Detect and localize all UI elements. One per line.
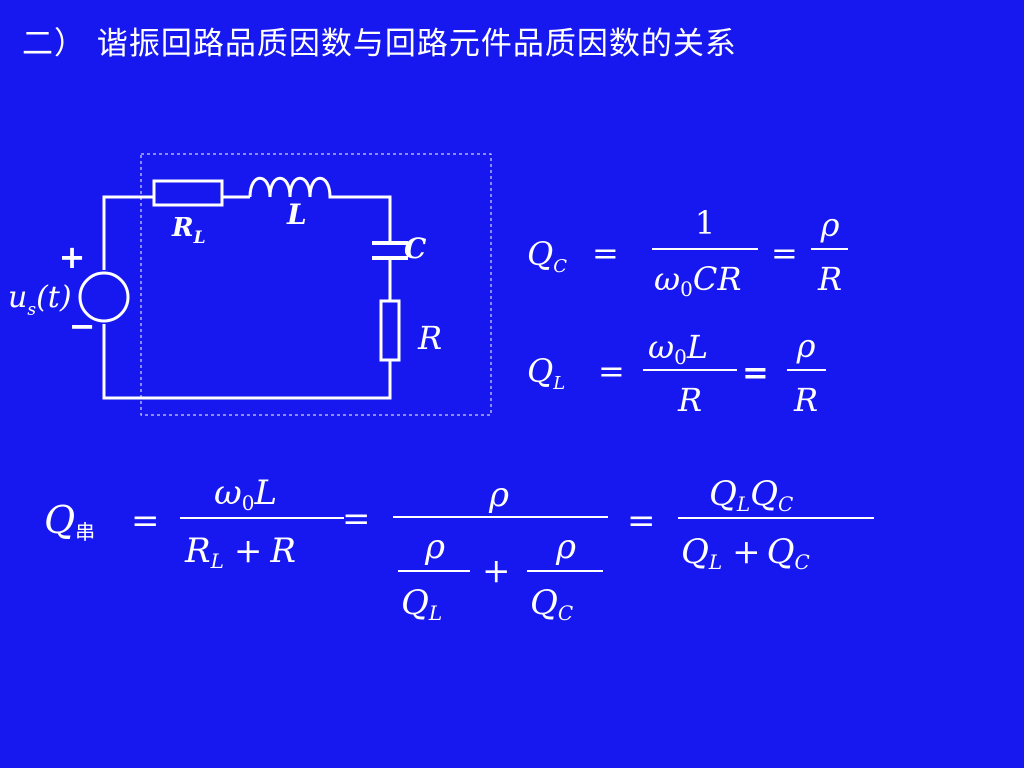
- qs-equals-3: =: [627, 501, 656, 541]
- qc-equals-2: =: [771, 234, 798, 272]
- dashed-boundary: [140, 153, 492, 416]
- qs-f1-denominator: RL+R: [184, 531, 296, 573]
- qs-f2b-numerator: ρ: [555, 527, 576, 567]
- ql-lhs: QL: [527, 352, 565, 394]
- qc-lhs: QC: [527, 235, 567, 277]
- voltage-source: [78, 271, 130, 323]
- ql-equals-1: =: [598, 352, 625, 390]
- qc-numerator: 1: [695, 204, 715, 242]
- circuit-wires: [102, 195, 392, 400]
- qc-rho-den: R: [817, 260, 842, 298]
- capacitor-c: [372, 241, 408, 260]
- equation-ql: QL = ω0L R = ρ R: [527, 327, 826, 419]
- resistor-r: [379, 299, 401, 362]
- ql-rho: ρ: [796, 327, 816, 365]
- qs-f1-numerator: ω0L: [214, 473, 277, 515]
- source-plus-sign: +: [59, 238, 86, 276]
- slide-title: 二） 谐振回路品质因数与回路元件品质因数的关系: [22, 26, 737, 62]
- ql-numerator: ω0L: [648, 328, 708, 369]
- l-label: L: [286, 198, 307, 231]
- qs-equals-2: =: [342, 499, 371, 539]
- wire-left-top: [102, 195, 154, 270]
- qc-denominator: ω0CR: [654, 260, 741, 301]
- ql-equals-2: =: [742, 353, 769, 391]
- qs-f2b-denominator: QC: [530, 583, 573, 625]
- circuit-diagram: + − us(t) RL L C R: [8, 153, 492, 416]
- qs-f3-denominator: QL+QC: [681, 532, 810, 574]
- equation-qc: QC = 1 ω0CR = ρ R: [527, 204, 848, 301]
- rl-label: RL: [171, 213, 206, 248]
- qs-f2-plus: +: [482, 551, 511, 591]
- ql-denominator: R: [677, 381, 702, 419]
- equation-q-series: Q串 = ω0L RL+R = ρ ρ QL + ρ QC = QLQC: [44, 473, 874, 625]
- resistor-rl: [152, 179, 224, 207]
- source-minus-sign: −: [69, 307, 96, 345]
- qc-equals-1: =: [592, 234, 619, 272]
- qs-f2-numerator: ρ: [488, 475, 509, 515]
- qc-rho: ρ: [820, 206, 840, 244]
- inductor-l: [248, 176, 340, 199]
- qs-lhs: Q串: [44, 498, 95, 544]
- qs-f2a-denominator: QL: [401, 583, 442, 625]
- c-label: C: [404, 232, 427, 265]
- r-label: R: [417, 319, 442, 357]
- ql-rho-den: R: [793, 381, 818, 419]
- qs-f2a-numerator: ρ: [424, 527, 445, 567]
- wire-bottom: [102, 324, 392, 400]
- qs-f3-numerator: QLQC: [709, 474, 793, 516]
- wire-l-to-c: [340, 195, 392, 243]
- source-label: us(t): [8, 280, 72, 320]
- qs-equals-1: =: [131, 501, 160, 541]
